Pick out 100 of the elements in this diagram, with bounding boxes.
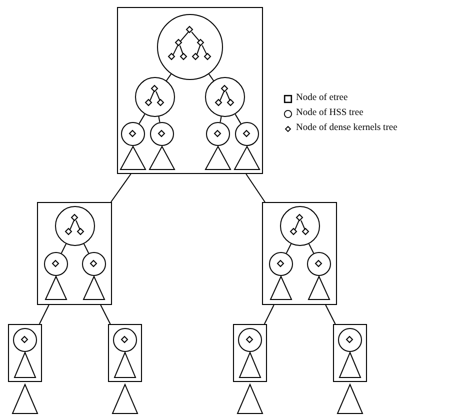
connector-line [264,304,274,324]
diamond-node [197,39,204,46]
circle-node [134,76,174,116]
connector-line [226,90,230,102]
legend-label: Node of dense kernels tree [296,122,398,135]
triangle-node [148,146,174,170]
connector-line [138,114,146,124]
diamond-node [151,85,158,92]
circle-node [112,328,136,352]
connector-line [166,74,172,82]
triangle-node [337,384,363,414]
diamond-node [52,260,59,267]
connector-line [83,243,90,254]
legend-label: Node of etree [296,92,348,105]
circle-node [204,76,244,116]
circle-node [150,122,174,146]
rectangle-node [8,324,42,382]
rectangle-node [233,324,267,382]
circle-node [280,206,320,246]
connector-line [220,116,222,123]
diamond-node [214,130,221,137]
triangle-node [44,276,66,300]
diamond-node [168,53,175,60]
connector-line [294,220,300,230]
connector-line [100,304,111,324]
connector-line [220,90,224,102]
diamond-node [204,53,211,60]
connector-line [246,174,266,202]
circle-node [338,328,362,352]
connector-line [38,304,50,324]
diamond-node [145,99,152,106]
connector-line [191,31,200,42]
circle-node [54,206,94,246]
diamond-node [192,53,199,60]
circle-node [12,328,36,352]
connector-line [180,31,189,42]
circle-node [82,252,106,276]
diamond-node [71,214,78,221]
diamond-node [121,336,128,343]
connector-line [208,74,214,82]
diamond-node [129,130,136,137]
triangle-node [237,384,263,414]
connector-line [70,220,74,230]
diamond-node [215,99,222,106]
diamond-node [346,336,353,343]
circle-node [206,122,230,146]
triangle-node [338,352,360,378]
triangle-node [234,146,260,170]
triangle-node [82,276,104,300]
circle-node [44,252,68,276]
diamond-node [315,260,322,267]
triangle-node [238,352,260,378]
circle-node [268,252,292,276]
diamond-node [246,336,253,343]
connector-line [308,243,314,254]
rectangle-node [333,324,367,382]
diamond-node [65,228,72,235]
connector-line [150,90,154,102]
connector-line [158,116,160,123]
diamond-node [90,260,97,267]
connector-line [196,45,201,55]
triangle-node [14,352,36,378]
legend-label: Node of HSS tree [296,107,364,120]
triangle-node [112,384,138,414]
diamond-node [221,85,228,92]
diamond-node [302,228,309,235]
circle-node [156,14,222,80]
connector-line [76,220,80,230]
connector-line [286,243,292,254]
diamond-node [175,39,182,46]
triangle-node [308,276,330,300]
rectangle-node [262,202,337,305]
rectangle-node [117,7,263,174]
triangle-node [114,352,136,378]
connector-line [110,174,132,202]
circle-node [234,122,258,146]
diamond-node [158,130,165,137]
diamond-node [157,99,164,106]
triangle-node [270,276,292,300]
circle-node [120,122,144,146]
triangle-node [204,146,230,170]
connector-line [234,114,242,124]
triangle-node [12,384,38,414]
connector-line [172,44,178,56]
diamond-node [277,260,284,267]
rectangle-node [37,202,112,305]
diamond-node [180,53,187,60]
connector-line [179,45,184,55]
connector-line [60,243,67,254]
diamond-node [21,336,28,343]
circle-node [306,252,330,276]
triangle-node [120,146,146,170]
connector-line [300,220,306,230]
diamond-node [290,228,297,235]
diamond-node [243,130,250,137]
diamond-node [186,26,193,33]
rectangle-node [108,324,142,382]
diamond-node [227,99,234,106]
circle-node [238,328,262,352]
diamond-node [77,228,84,235]
